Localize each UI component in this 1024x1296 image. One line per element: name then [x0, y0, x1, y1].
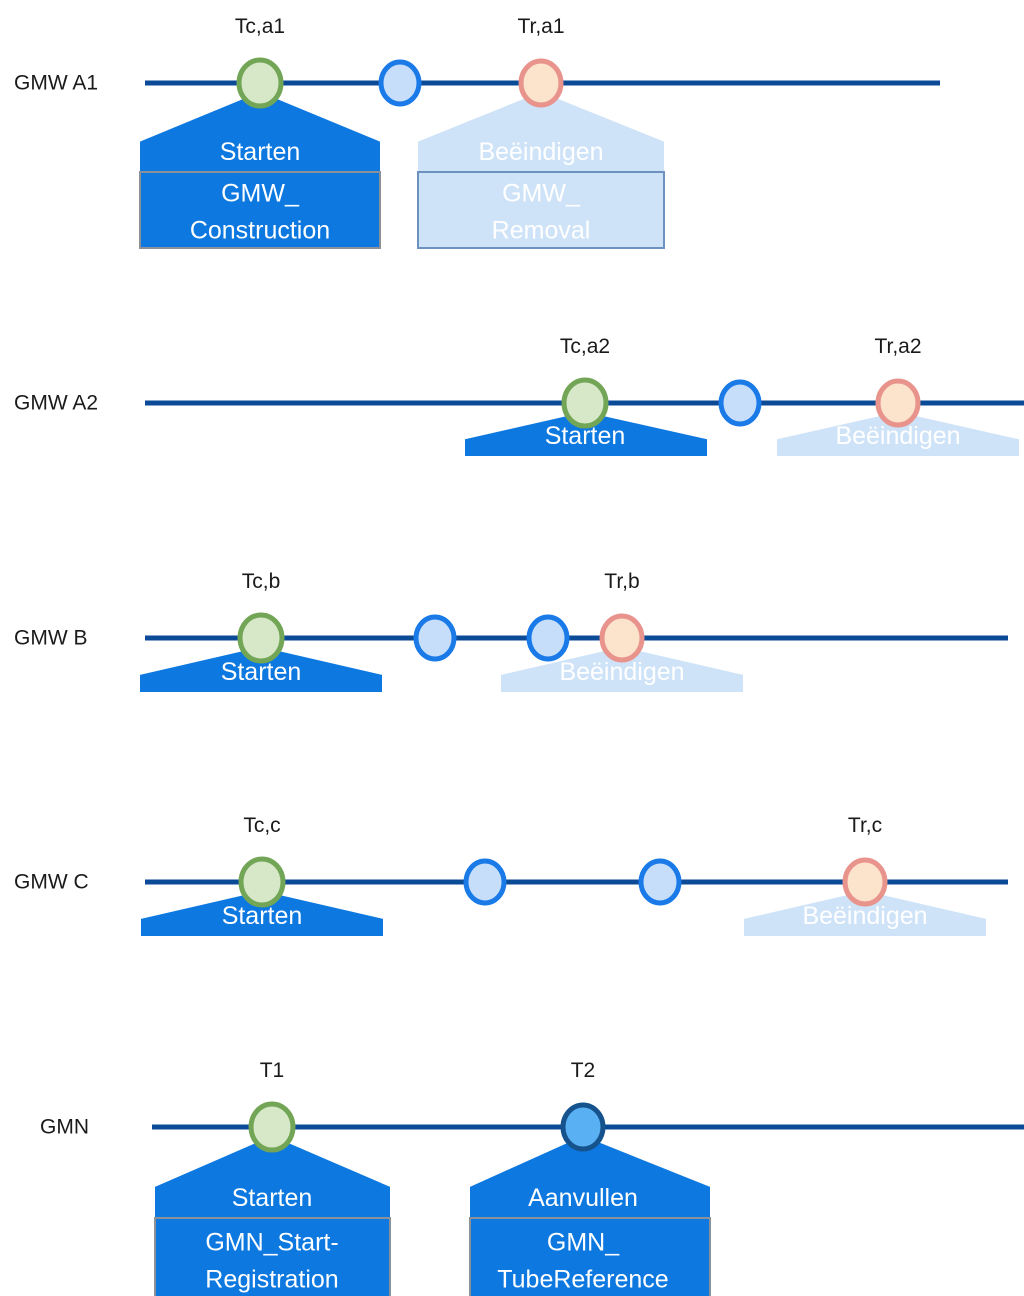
node-salmon-tr-a1[interactable]	[518, 58, 564, 108]
event-box-line: Removal	[492, 217, 591, 245]
timeline-row-gmw-c: Starten Beëindigen GMW C Tc,c Tr,c	[14, 814, 1008, 936]
event-box-line: GMN_	[547, 1229, 620, 1257]
tick-label-tr-c: Tr,c	[848, 814, 882, 837]
event-box-line: GMW_	[502, 180, 581, 208]
event-box-line: Construction	[190, 217, 330, 245]
event-beeindigen-c[interactable]: Beëindigen	[744, 891, 986, 936]
event-box	[417, 171, 665, 249]
node-blue-intermediate-2[interactable]	[638, 858, 682, 906]
row-label-gmw-a1: GMW A1	[14, 72, 98, 95]
event-label: Beëindigen	[559, 658, 684, 686]
tick-label-tr-a1: Tr,a1	[517, 15, 564, 38]
event-box	[139, 171, 381, 249]
event-box	[154, 1217, 391, 1296]
tick-label-t1: T1	[260, 1059, 285, 1082]
node-blue-intermediate-1[interactable]	[413, 614, 457, 662]
row-label-gmw-c: GMW C	[14, 871, 89, 894]
node-salmon-tr-c[interactable]	[842, 857, 888, 907]
event-roof-shape	[777, 412, 1019, 456]
node-navy-t2[interactable]	[560, 1102, 606, 1152]
event-roof-shape	[140, 92, 380, 172]
event-aanvullen-gmn-tubereference[interactable]: Aanvullen...GMN_TubeReference	[469, 1136, 711, 1296]
node-salmon-tr-b[interactable]	[599, 613, 645, 663]
event-roof-shape	[470, 1136, 710, 1218]
event-label: Starten	[220, 138, 301, 166]
event-label: Beëindigen	[478, 138, 603, 166]
tick-label-tc-a2: Tc,a2	[560, 335, 610, 358]
row-label-gmw-b: GMW B	[14, 627, 88, 650]
event-roof-shape	[140, 647, 382, 692]
event-box-line: TubeReference	[497, 1266, 668, 1294]
event-label: Beëindigen	[802, 902, 927, 930]
event-roof-shape	[501, 647, 743, 692]
node-blue-intermediate-1[interactable]	[463, 858, 507, 906]
tick-label-tc-b: Tc,b	[242, 570, 281, 593]
event-beeindigen-b[interactable]: Beëindigen	[501, 647, 743, 692]
event-roof-shape	[418, 92, 664, 172]
node-green-tc-b[interactable]	[237, 612, 285, 664]
timeline-row-gmn: StartenGMN_Start-RegistrationAanvullen..…	[40, 1059, 1024, 1296]
node-blue-intermediate-1[interactable]	[718, 379, 762, 427]
node-green-t1[interactable]	[248, 1101, 296, 1153]
node-salmon-tr-a2[interactable]	[875, 378, 921, 428]
node-blue-intermediate-1[interactable]	[378, 59, 422, 107]
event-roof-shape	[155, 1136, 390, 1218]
event-box-line: Registration	[205, 1266, 338, 1294]
node-green-tc-a2[interactable]	[561, 377, 609, 429]
row-label-gmw-a2: GMW A2	[14, 392, 98, 415]
event-starten-c[interactable]: Starten	[141, 891, 383, 936]
event-box-line: GMW_	[221, 180, 300, 208]
event-roof-shape	[744, 891, 986, 936]
tick-label-tr-a2: Tr,a2	[874, 335, 921, 358]
tick-label-tc-a1: Tc,a1	[235, 15, 285, 38]
tick-label-t2: T2	[571, 1059, 596, 1082]
tick-label-tc-c: Tc,c	[243, 814, 280, 837]
node-green-tc-a1[interactable]	[236, 57, 284, 109]
event-roof-shape	[465, 412, 707, 456]
event-box	[469, 1217, 711, 1296]
node-green-tc-c[interactable]	[238, 856, 286, 908]
node-blue-intermediate-2[interactable]	[526, 614, 570, 662]
event-label: Starten	[232, 1184, 313, 1212]
tick-label-tr-b: Tr,b	[604, 570, 639, 593]
event-label: Aanvullen	[528, 1184, 638, 1212]
event-box-line: GMN_Start-	[205, 1229, 338, 1257]
event-roof-shape	[141, 891, 383, 936]
row-label-gmn: GMN	[40, 1116, 89, 1139]
